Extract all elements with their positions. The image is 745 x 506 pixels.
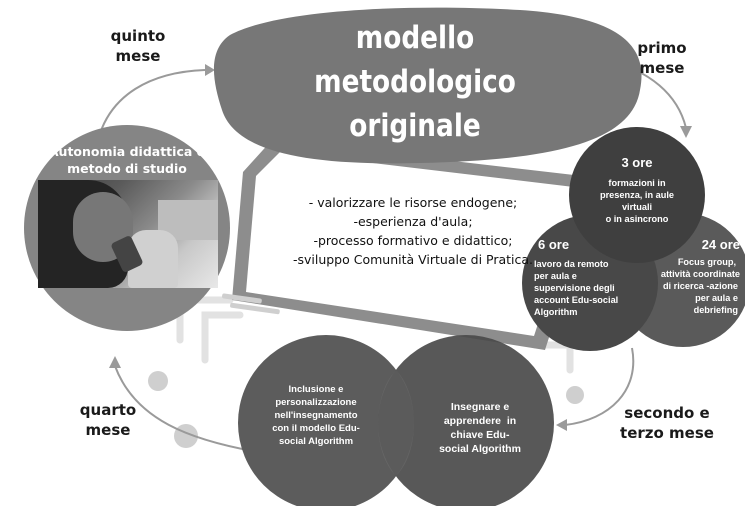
title-line-3: originale [349,108,481,144]
student-photo [38,180,218,288]
ventiquattro-line-1: Focus group, [677,257,736,267]
sei-ore-line-5: Algorithm [534,307,578,317]
quarto-line-2: mese [85,421,131,439]
inclusione-line-2: personalizzazione [275,397,357,408]
tablet-device [222,140,600,350]
circle-3-ore [569,127,705,263]
label-secondo-terzo-mese: secondo e terzo mese [612,403,722,443]
secondo-line-2: terzo mese [620,424,714,442]
circle-24-ore-text: 24 ore Focus group, attività coordinate … [644,236,744,316]
circle-3-ore-text: 3 ore formazioni in presenza, in aule vi… [582,153,692,225]
label-quarto-mese: quarto mese [68,400,148,440]
tablet-home-bar-2 [230,302,280,315]
tre-ore-line-2: presenza, in aule [599,190,675,200]
ventiquattro-line-3: di ricerca -azione [662,281,738,291]
ventiquattro-line-5: debriefing [693,305,738,315]
arrow-head-secondo [556,419,567,431]
quarto-line-1: quarto [79,401,137,419]
ventiquattro-line-2: attività coordinate [660,269,740,279]
sei-ore-line-2: per aula e [534,271,577,281]
secondo-line-1: secondo e [624,404,710,422]
hours-6: 6 ore [538,237,570,252]
hours-24: 24 ore [701,237,740,252]
arrow-quinto-to-title [97,69,206,141]
inclusione-line-3: nell'insegnamento [274,410,358,421]
venn-overlap [378,370,414,476]
sei-ore-line-3: supervisione degli [534,283,615,293]
circle-insegnare [378,335,554,506]
arrow-to-quarto [114,365,259,453]
insegnare-line-4: social Algorithm [439,443,521,455]
tre-ore-line-1: formazioni in [608,178,666,188]
title-line-2: metodologico [314,64,516,100]
tablet-home-bar [222,293,262,304]
quinto-line-1: quinto [110,27,166,45]
autonomia-line-2: metodo di studio [67,161,187,176]
ventiquattro-line-4: per aula e [695,293,738,303]
inclusione-line-5: social Algorithm [278,436,354,447]
inclusione-line-4: con il modello Edu- [272,423,360,434]
tre-ore-line-3: virtuali [621,202,653,212]
title-line-1: modello [355,20,475,56]
label-primo-mese: primo mese [622,38,702,78]
arrow-heads [109,64,692,431]
autonomia-label: Autonomia didattica e metodo di studio [42,143,212,177]
arrow-head-primo [680,126,692,138]
circle-inclusione [238,335,414,506]
label-quinto-mese: quinto mese [98,26,178,66]
tre-ore-line-4: o in asincrono [605,214,669,224]
autonomia-line-1: Autonomia didattica e [48,144,206,159]
primo-line-2: mese [639,59,685,77]
arrow-head-quarto [109,356,121,368]
tablet-line-3: -processo formativo e didattico; [313,233,513,248]
sei-ore-line-4: account Edu-social [534,295,619,305]
sei-ore-line-1: lavoro da remoto [534,259,609,269]
primo-line-1: primo [637,39,687,57]
tablet-line-4: -sviluppo Comunità Virtuale di Pratica. [292,252,534,267]
title-blob [213,7,642,164]
tablet-line-1: - valorizzare le risorse endogene; [308,195,518,210]
arrow-to-secondo [564,347,635,426]
hours-3: 3 ore [621,155,653,170]
circle-6-ore-text: 6 ore lavoro da remoto per aula e superv… [534,236,634,318]
insegnare-line-3: chiave Edu- [450,429,510,441]
tablet-screen [246,152,582,336]
inclusione-line-1: Inclusione e [288,384,344,395]
insegnare-text: Insegnare e apprendere in chiave Edu- so… [420,400,540,456]
tablet-text: - valorizzare le risorse endogene; -espe… [268,193,558,269]
tablet-line-2: -esperienza d'aula; [353,214,473,229]
insegnare-line-2: apprendere in [443,415,517,427]
quinto-line-2: mese [115,47,161,65]
main-title: modello metodologico originale [292,16,539,148]
inclusione-text: Inclusione e personalizzazione nell'inse… [258,383,374,448]
arrow-head-quinto [205,64,215,76]
insegnare-line-1: Insegnare e [450,401,510,413]
